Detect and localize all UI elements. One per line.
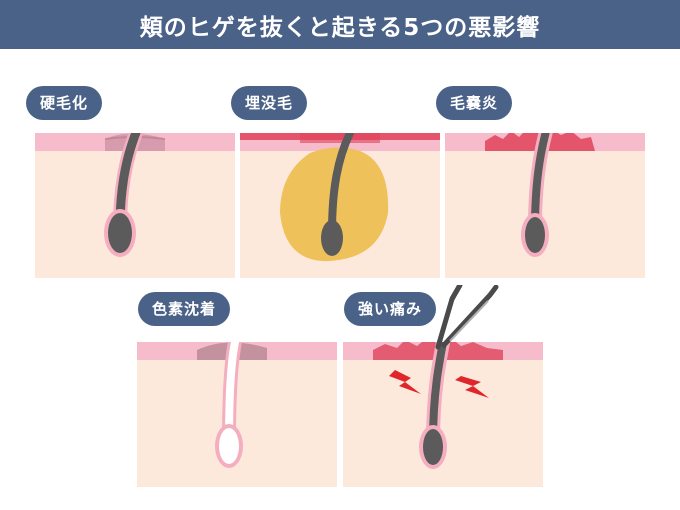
tweezers-icon <box>435 285 499 350</box>
label-pigmentation: 色素沈着 <box>138 292 231 326</box>
skin-diagram <box>445 133 645 278</box>
lightning-icon <box>389 370 421 394</box>
label-hardening: 硬毛化 <box>26 86 103 120</box>
skin-diagram <box>240 133 440 278</box>
label-ingrown: 埋没毛 <box>231 86 308 120</box>
skin-diagram <box>343 342 543 487</box>
panel-folliculitis <box>445 133 645 278</box>
skin-diagram <box>137 342 337 487</box>
panel-hardening <box>35 133 235 278</box>
label-folliculitis: 毛嚢炎 <box>436 86 513 120</box>
label-pain: 強い痛み <box>344 292 437 326</box>
lightning-icon <box>455 376 489 398</box>
skin-diagram <box>35 133 235 278</box>
panel-pigmentation <box>137 342 337 487</box>
panel-pain <box>343 342 543 487</box>
page-title: 頬のヒゲを抜くと起きる5つの悪影響 <box>0 0 680 49</box>
panel-ingrown <box>240 133 440 278</box>
